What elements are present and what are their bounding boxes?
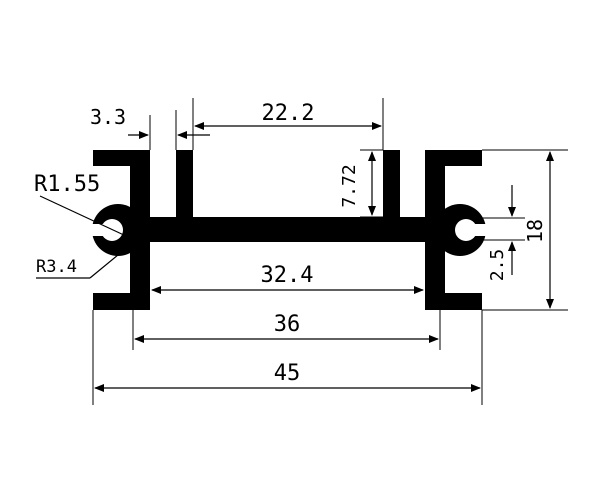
dim-inner-radius-label: R3.4 bbox=[36, 257, 77, 277]
extension-lines bbox=[92, 98, 568, 405]
right-top-flange bbox=[442, 150, 482, 166]
dim-web-inner: 32.4 bbox=[151, 263, 424, 294]
left-top-flange bbox=[93, 150, 133, 166]
slot-cutouts bbox=[85, 219, 496, 241]
dim-center-span-label: 36 bbox=[274, 312, 301, 337]
dim-fin-gap: 22.2 bbox=[194, 101, 382, 130]
dim-height: 18 bbox=[523, 151, 554, 309]
dim-overall-width-label: 45 bbox=[274, 361, 301, 386]
dim-slot: 2.5 bbox=[487, 185, 516, 282]
left-fin bbox=[176, 150, 193, 222]
dim-outer-radius: R1.55 bbox=[34, 172, 127, 237]
dim-height-label: 18 bbox=[523, 219, 547, 243]
dim-inner-radius: R3.4 bbox=[36, 249, 125, 279]
dim-wall: 3.3 bbox=[90, 105, 210, 139]
dim-wall-label: 3.3 bbox=[90, 105, 126, 129]
dim-overall-width: 45 bbox=[94, 361, 481, 392]
left-slot-opening bbox=[85, 224, 113, 236]
dim-fin-height-label: 7.72 bbox=[339, 164, 360, 207]
right-fin bbox=[383, 150, 400, 222]
dim-outer-radius-label: R1.55 bbox=[34, 172, 100, 197]
dim-center-span: 36 bbox=[134, 312, 439, 343]
left-bottom-flange bbox=[93, 293, 133, 310]
dim-web-inner-label: 32.4 bbox=[261, 263, 314, 288]
dim-fin-gap-label: 22.2 bbox=[262, 101, 315, 126]
dim-fin-height: 7.72 bbox=[339, 151, 376, 216]
right-slot-opening bbox=[466, 224, 496, 236]
right-bottom-flange bbox=[442, 293, 482, 310]
dim-slot-label: 2.5 bbox=[487, 249, 508, 282]
